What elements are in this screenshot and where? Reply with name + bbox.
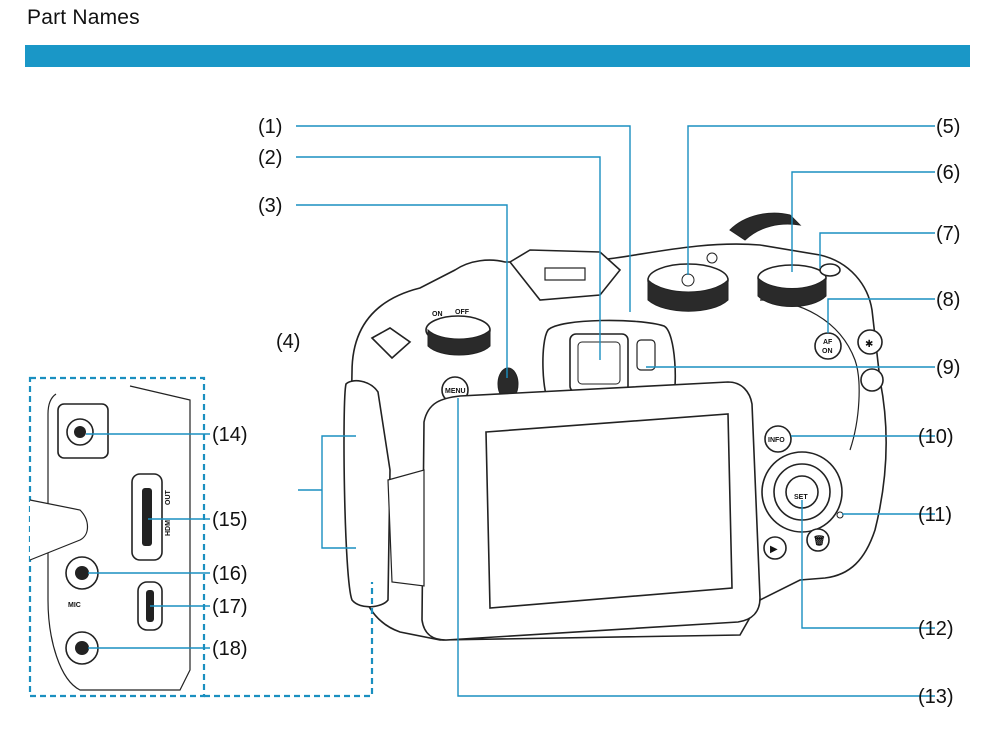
on-label: ON [432,311,443,318]
af-on-button [814,332,842,360]
lcd-screen [485,413,733,609]
terminal-inset: HDMI OUT MIC [28,376,374,698]
menu-label: MENU [445,388,466,395]
info-button [764,425,792,453]
callout-12: (12) [918,618,954,640]
callout-1: (1) [258,116,282,138]
callout-10: (10) [918,426,954,448]
svg-text:✱: ✱ [865,339,873,350]
leader-lines [86,125,935,697]
callout-18: (18) [212,638,248,660]
callout-14: (14) [212,424,248,446]
title-bar [25,45,970,67]
af-label: AF [823,339,833,346]
svg-text:▶: ▶ [770,544,778,555]
camera-body: ON OFF AF ON ✱ MENU [343,212,887,641]
hdmi-label: HDMI [165,518,172,536]
callout-labels: (1) (2) (3) (4) (5) (6) (7) (8) (9) (10)… [212,116,960,708]
callout-3: (3) [258,195,282,217]
callout-5: (5) [936,116,960,138]
mic-label: MIC [68,602,81,609]
callout-6: (6) [936,162,960,184]
out-label: OUT [165,490,172,506]
page-title: Part Names [27,6,140,29]
callout-16: (16) [212,563,248,585]
callout-4: (4) [276,331,300,353]
off-label: OFF [455,309,470,316]
callout-9: (9) [936,357,960,379]
set-label: SET [794,494,808,501]
callout-17: (17) [212,596,248,618]
callout-8: (8) [936,289,960,311]
on-button-label: ON [822,348,833,355]
callout-7: (7) [936,223,960,245]
info-label: INFO [768,437,785,444]
callout-2: (2) [258,147,282,169]
callout-13: (13) [918,686,954,708]
callout-11: (11) [918,504,952,526]
callout-15: (15) [212,509,248,531]
svg-text:🗑: 🗑 [813,535,826,547]
